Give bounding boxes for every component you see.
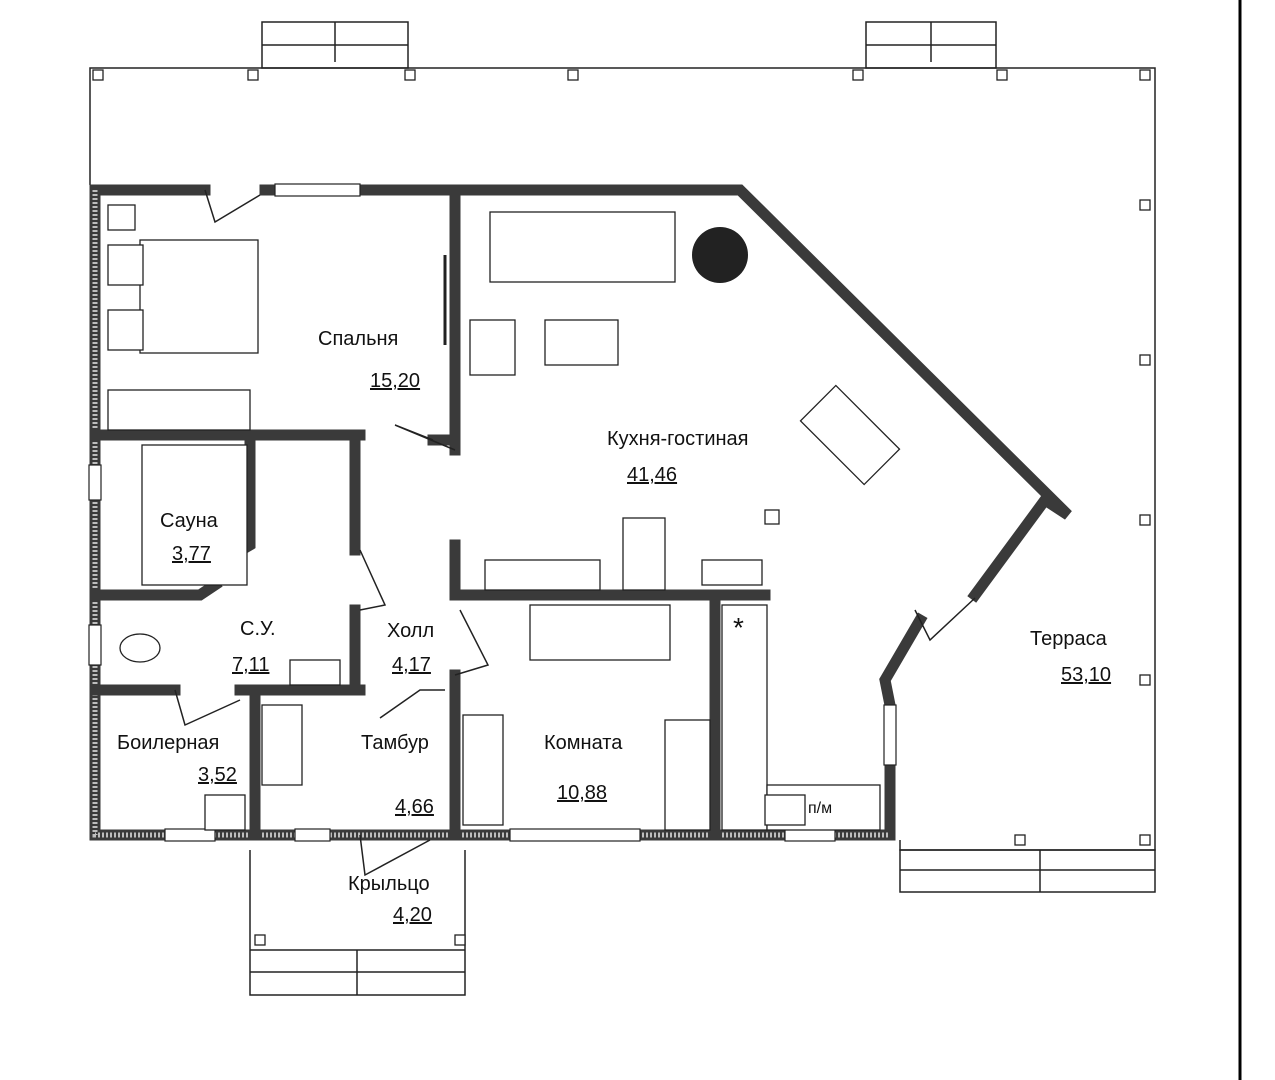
bed xyxy=(139,239,259,354)
room-sofa xyxy=(529,604,671,661)
washing-machine xyxy=(204,794,246,831)
room-area-hall: 4,17 xyxy=(392,654,431,676)
room-label-boiler: Боилерная xyxy=(117,732,220,754)
wardrobe xyxy=(107,389,251,431)
stairs xyxy=(622,517,666,591)
toilet xyxy=(119,633,161,663)
doors xyxy=(174,189,976,877)
dining-table xyxy=(799,384,901,486)
room-label-vestibule: Тамбур xyxy=(361,732,429,754)
room-label-kitchen-living: Кухня-гостиная xyxy=(607,428,749,450)
tv-stand xyxy=(484,559,601,591)
room-area-bedroom: 15,20 xyxy=(370,370,421,392)
stove xyxy=(701,559,763,586)
tambur-wardrobe xyxy=(261,704,303,786)
room-label-sauna: Сауна xyxy=(160,510,218,532)
room-area-terrace: 53,10 xyxy=(1061,664,1112,686)
room-label-porch: Крыльцо xyxy=(348,873,430,895)
porch-outline xyxy=(249,850,466,996)
walls xyxy=(89,184,1072,841)
fridge-label: п/м xyxy=(808,800,833,817)
room-wardrobe xyxy=(462,714,504,826)
column xyxy=(764,509,780,525)
room-area-porch: 4,20 xyxy=(393,904,432,926)
terrace-outline xyxy=(89,21,1156,893)
room-label-wc: С.У. xyxy=(240,618,276,640)
desk xyxy=(664,719,711,831)
washbasin xyxy=(289,659,341,686)
room-area-sauna: 3,77 xyxy=(172,543,211,565)
sofa xyxy=(489,211,676,283)
room-area-vestibule: 4,66 xyxy=(395,796,434,818)
room-area-boiler: 3,52 xyxy=(198,764,237,786)
room-label-bedroom: Спальня xyxy=(318,328,399,350)
room-label-terrace: Терраса xyxy=(1030,628,1107,650)
coffee-table xyxy=(544,319,619,366)
room-area-kitchen-living: 41,46 xyxy=(627,464,678,486)
room-area-wc: 7,11 xyxy=(232,654,270,676)
armchair xyxy=(469,319,516,376)
asterisk-mark: * xyxy=(733,612,744,643)
room-label-room: Комната xyxy=(544,732,623,754)
columns xyxy=(92,69,1151,946)
sink xyxy=(764,794,806,826)
kitchen-counter xyxy=(721,604,768,831)
plant xyxy=(692,227,748,283)
furniture xyxy=(107,204,901,831)
room-area-room: 10,88 xyxy=(557,782,608,804)
windows xyxy=(88,183,897,842)
sauna-bench xyxy=(141,444,248,586)
room-label-hall: Холл xyxy=(387,620,435,642)
nightstand xyxy=(107,204,136,231)
